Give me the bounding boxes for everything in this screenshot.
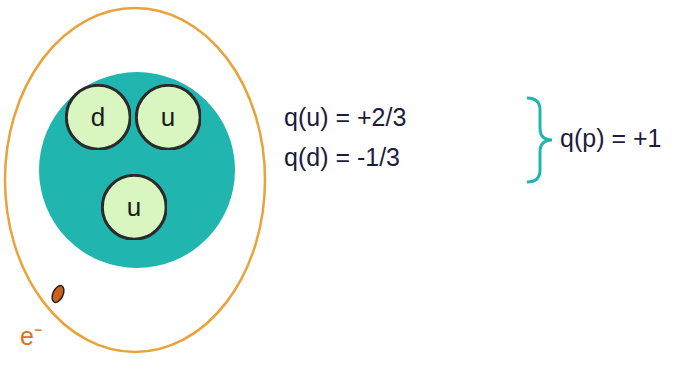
quark-charge: q(u) = +2/3 <box>284 103 406 132</box>
quark-circle: u <box>101 174 168 241</box>
quark-charge: q(d) = -1/3 <box>284 143 400 172</box>
quark-circle: d <box>65 84 132 151</box>
quark-letter: u <box>135 84 202 151</box>
brace <box>527 98 552 182</box>
electron-label: e⁻ <box>20 318 42 352</box>
quark-circle: u <box>135 84 202 151</box>
proton-charge: q(p) = +1 <box>560 124 661 153</box>
electron-dot <box>50 284 67 305</box>
quark-letter: u <box>101 174 168 241</box>
proton-body <box>39 72 235 268</box>
quark-letter: d <box>65 84 132 151</box>
electron-orbit <box>5 8 265 352</box>
